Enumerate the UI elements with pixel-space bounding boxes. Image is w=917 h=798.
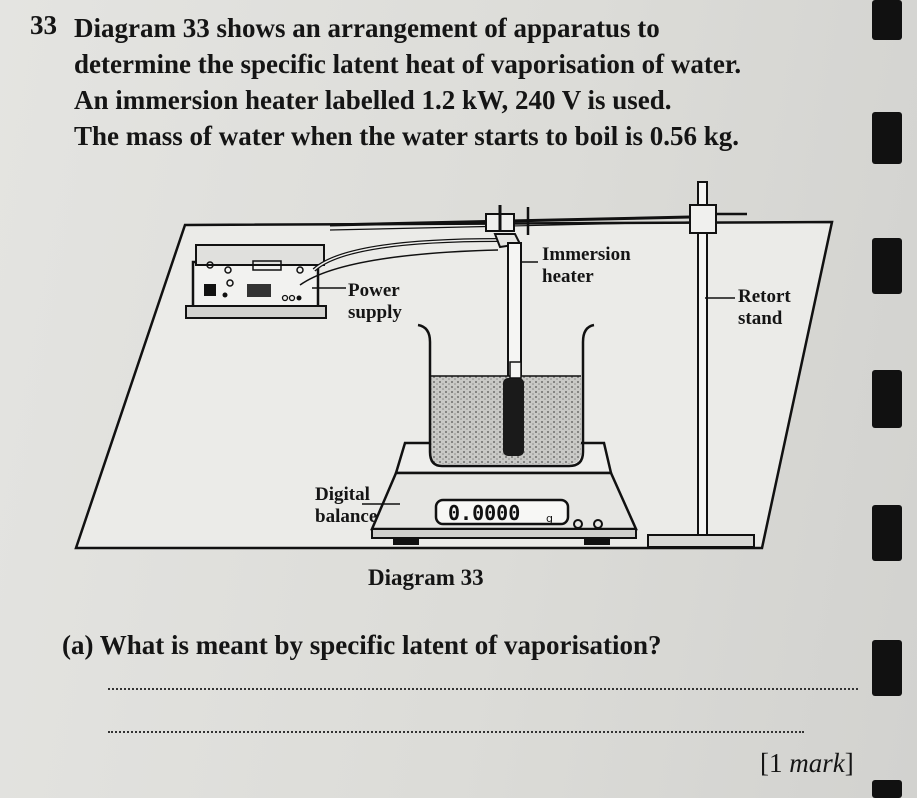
label-digital-balance: Digital balance	[315, 484, 378, 527]
answer-line-1[interactable]	[108, 688, 858, 690]
label-retort-stand: Retort stand	[738, 286, 791, 329]
label-power-supply: Power supply	[348, 280, 402, 323]
clamp-rod	[329, 205, 691, 249]
label-immersion-heater: Immersion heater	[542, 244, 631, 287]
stem-line-4: The mass of water when the water starts …	[74, 121, 739, 151]
balance-unit: g	[546, 512, 553, 525]
stem-line-1: Diagram 33 shows an arrangement of appar…	[74, 13, 660, 43]
part-a-question: (a) What is meant by specific latent of …	[62, 630, 661, 661]
part-a-label: (a)	[62, 630, 94, 660]
question-stem: Diagram 33 shows an arrangement of appar…	[74, 10, 874, 154]
marks-allocation: [1 mark]	[760, 748, 854, 778]
stem-line-2: determine the specific latent heat of va…	[74, 49, 742, 79]
answer-line-2[interactable]	[108, 731, 804, 733]
power-supply	[185, 244, 327, 319]
retort-stand	[647, 181, 755, 548]
beaker	[417, 323, 595, 468]
diagram-caption: Diagram 33	[368, 565, 484, 590]
apparatus-diagram: 0.0000 g	[74, 181, 834, 550]
question-number: 33	[30, 10, 57, 40]
part-a-text: What is meant by specific latent of vapo…	[99, 630, 662, 660]
balance-readout: 0.0000	[448, 501, 520, 525]
stem-line-3: An immersion heater labelled 1.2 kW, 240…	[74, 85, 672, 115]
